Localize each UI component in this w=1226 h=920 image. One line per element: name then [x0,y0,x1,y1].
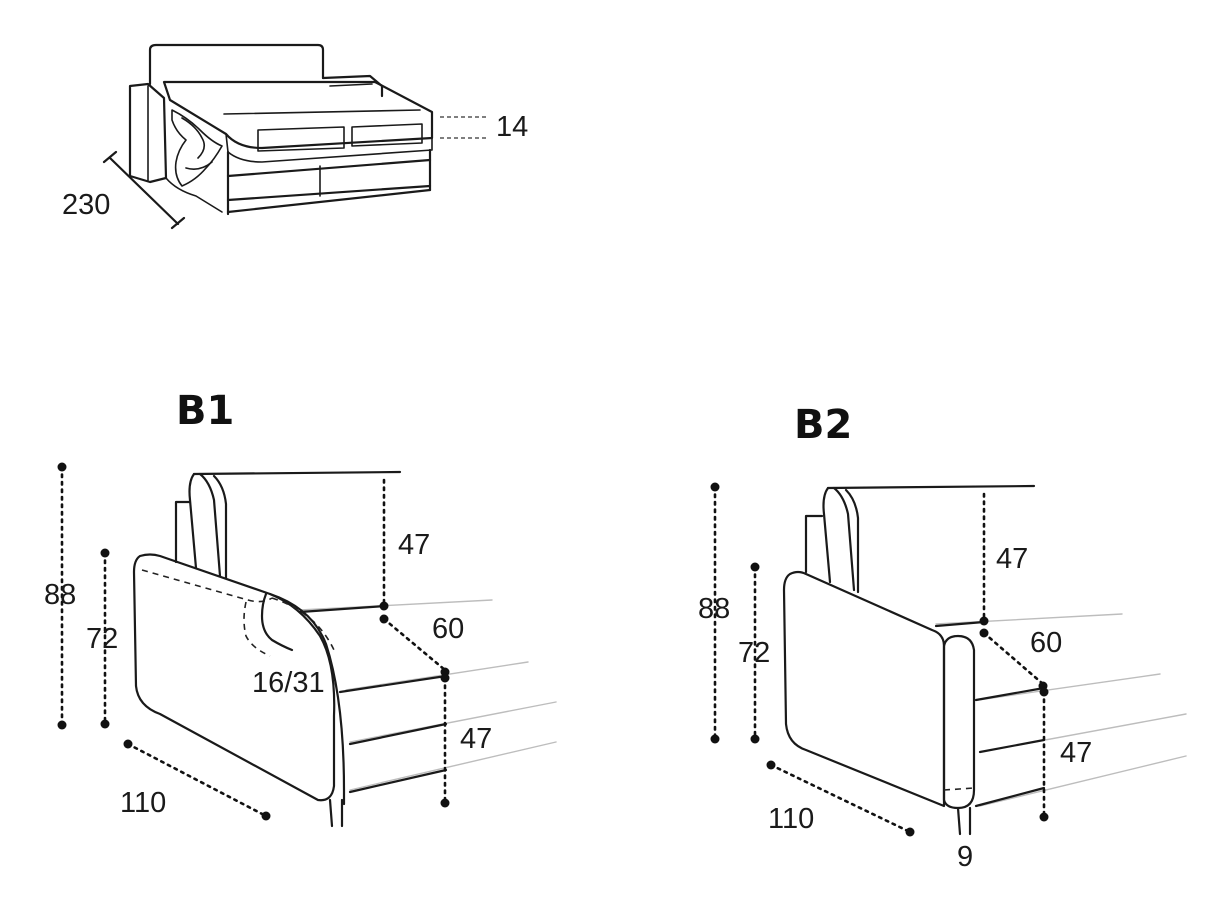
b2-total-height-label: 88 [698,593,730,625]
b2-arm-height-label: 72 [738,637,770,669]
b2-seat-depth-label: 60 [1030,627,1062,659]
b2-armchair-illustration [710,482,1187,837]
b2-title: B2 [794,402,852,448]
b1-back-height-label: 47 [398,529,430,561]
b2-foot-label: 9 [957,841,973,873]
sofa-bed-length-label: 230 [62,189,110,221]
b1-seat-height-label: 47 [460,723,492,755]
b1-width-label: 110 [120,787,166,819]
b1-arm-range-label: 16/31 [252,667,325,699]
b1-armchair-illustration [57,462,557,828]
b2-back-height-label: 47 [996,543,1028,575]
b2-width-label: 110 [768,803,814,835]
b1-total-height-label: 88 [44,579,76,611]
b1-arm-height-label: 72 [86,623,118,655]
sofa-bed-illustration [102,43,486,230]
b1-title: B1 [176,388,234,434]
b2-seat-height-label: 47 [1060,737,1092,769]
sofa-bed-mattress-label: 14 [496,111,528,143]
b1-seat-depth-label: 60 [432,613,464,645]
